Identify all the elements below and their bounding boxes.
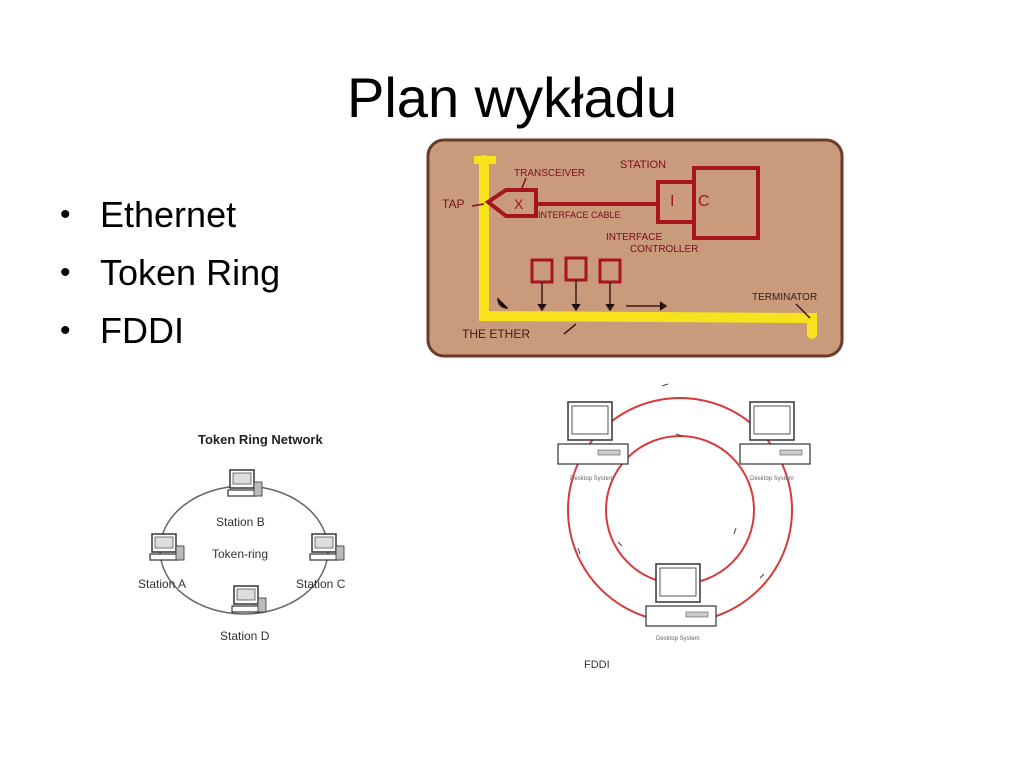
desktop-system-label-2: Desktop System	[750, 476, 794, 482]
bullet-text: Ethernet	[100, 194, 237, 235]
tap-label: TAP	[442, 197, 464, 211]
controller-label: CONTROLLER	[630, 244, 698, 255]
token-ring-center-label: Token-ring	[212, 547, 268, 561]
desktop-system-label-3: Desktop System	[656, 636, 700, 642]
slide-title: Plan wykładu	[347, 66, 677, 129]
cable-end	[474, 156, 496, 164]
desktop-system-icon-2	[739, 401, 811, 465]
interface-i-label: I	[670, 193, 674, 210]
desktop-system-label-1: Desktop System	[570, 476, 614, 482]
bullet-list: • Ethernet • Token Ring • FDDI	[60, 186, 280, 360]
bullet-item-fddi: • FDDI	[60, 302, 280, 360]
token-ring-title: Token Ring Network	[198, 432, 323, 447]
station-d-label: Station D	[220, 629, 270, 643]
transceiver-x-label: X	[514, 196, 524, 212]
interface-cable-label: INTERFACE CABLE	[538, 210, 621, 220]
bullet-text: FDDI	[100, 310, 184, 351]
bullet-text: Token Ring	[100, 252, 281, 293]
station-drop-arrows	[497, 280, 668, 312]
station-b-label: Station B	[216, 515, 265, 529]
bullet-item-token-ring: • Token Ring	[60, 244, 280, 302]
ethernet-diagram-background	[426, 138, 844, 358]
ethernet-diagram: X TAP INTERFACE CABLE I C STATION TRANSC…	[426, 138, 844, 358]
terminator-label: TERMINATOR	[752, 292, 817, 303]
station-a-label: Station A	[138, 577, 186, 591]
controller-c-label: C	[698, 193, 710, 210]
transceiver-label: TRANSCEIVER	[514, 168, 585, 179]
ether-label: THE ETHER	[462, 327, 530, 341]
bullet-dot-icon: •	[60, 198, 71, 231]
station-label: STATION	[620, 159, 666, 171]
token-ring-diagram: Token Ring Network Token-ring Station B …	[138, 432, 346, 643]
tap-arrow	[471, 203, 485, 207]
bullet-dot-icon: •	[60, 314, 71, 347]
interface-label: INTERFACE	[606, 232, 662, 243]
desktop-system-icon-1	[557, 401, 629, 465]
station-c-computer-icon	[309, 533, 345, 561]
bullet-dot-icon: •	[60, 256, 71, 289]
transceiver-arrow	[521, 177, 527, 189]
station-c-label: Station C	[296, 577, 346, 591]
station-a-computer-icon	[149, 533, 185, 561]
fddi-diagram: Desktop System Desktop System Desktop Sy…	[557, 383, 811, 671]
terminator-arrow	[795, 303, 811, 319]
ether-cable	[479, 155, 817, 339]
station-b-computer-icon	[227, 469, 263, 497]
bullet-item-ethernet: • Ethernet	[60, 186, 280, 244]
fddi-ring-arrows	[577, 383, 765, 579]
desktop-system-icon-3	[645, 563, 717, 627]
station-d-computer-icon	[231, 585, 267, 613]
fddi-caption: FDDI	[584, 659, 610, 671]
ether-arrow	[563, 323, 577, 335]
